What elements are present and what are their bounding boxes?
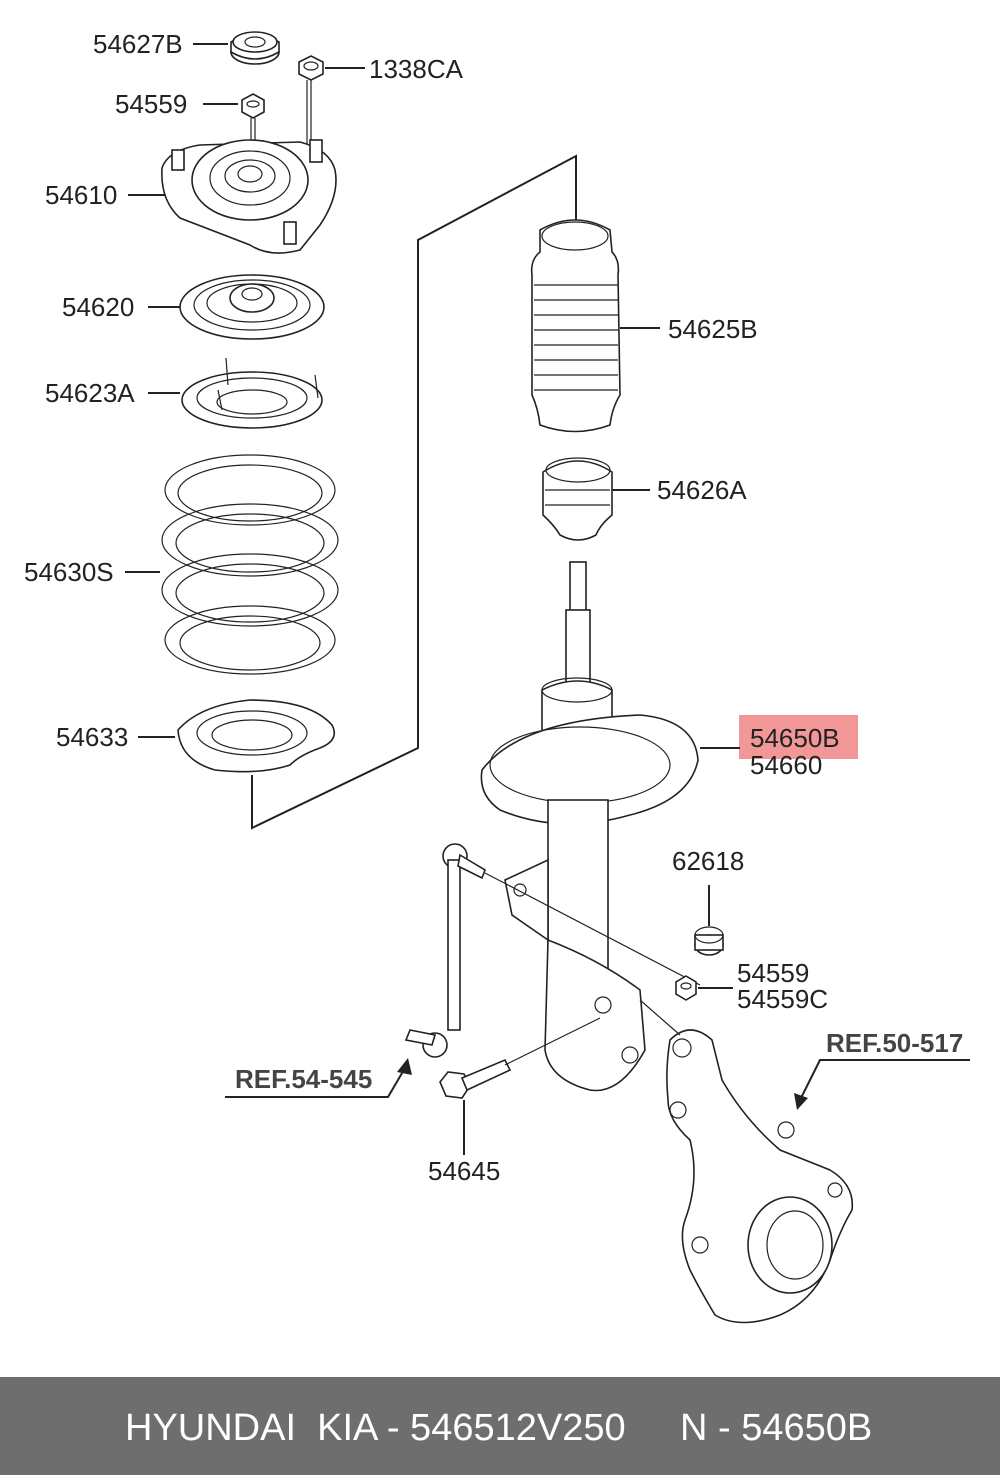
strut-mount-part: [161, 139, 337, 254]
label-54610: 54610: [45, 180, 117, 210]
label-ref-50-517: REF.50-517: [826, 1028, 963, 1058]
upper-spring-seat-part: [181, 357, 323, 429]
footer-diagram-reference: N - 54650B: [680, 1407, 873, 1449]
label-54623A: 54623A: [45, 378, 135, 408]
label-ref-54-545: REF.54-545: [235, 1064, 372, 1094]
label-54620: 54620: [62, 292, 134, 322]
label-54650B: 54650B: [750, 723, 840, 753]
label-54559C: 54559C: [737, 984, 828, 1014]
label-54627B: 54627B: [93, 29, 183, 59]
bump-stopper-part: [542, 457, 613, 541]
label-54559-bottom: 54559: [737, 958, 809, 988]
bolt-54645-part: [439, 1058, 512, 1099]
label-54645: 54645: [428, 1156, 500, 1186]
footer-bar: HYUNDAI KIA - 546512V250 N - 54650B: [0, 1377, 1000, 1475]
label-54625B: 54625B: [668, 314, 758, 344]
dust-boot-part: [530, 219, 621, 433]
coil-spring-part: [161, 454, 339, 675]
stabilizer-link-part: [404, 843, 486, 1058]
label-54660: 54660: [750, 750, 822, 780]
dust-cap-part: [230, 31, 280, 65]
shock-absorber-part: [480, 561, 699, 1092]
label-54559-top: 54559: [115, 89, 187, 119]
steering-knuckle-part: [666, 1029, 854, 1324]
flange-nut-part: [298, 55, 324, 145]
label-54630S: 54630S: [24, 557, 114, 587]
label-1338CA: 1338CA: [369, 54, 464, 84]
nut-54559-lower-part: [675, 975, 697, 1001]
label-62618: 62618: [672, 846, 744, 876]
label-54626A: 54626A: [657, 475, 747, 505]
highlight-box-54650B: [739, 715, 858, 759]
strut-bearing-part: [179, 274, 325, 340]
label-54633: 54633: [56, 722, 128, 752]
lower-spring-pad-part: [177, 699, 336, 773]
exploded-parts-diagram: 54627B 1338CA 54559 54610 54620 54623A 5…: [24, 29, 970, 1324]
footer-brand-part-number: HYUNDAI KIA - 546512V250: [125, 1407, 626, 1449]
nut-62618-part: [694, 926, 724, 956]
